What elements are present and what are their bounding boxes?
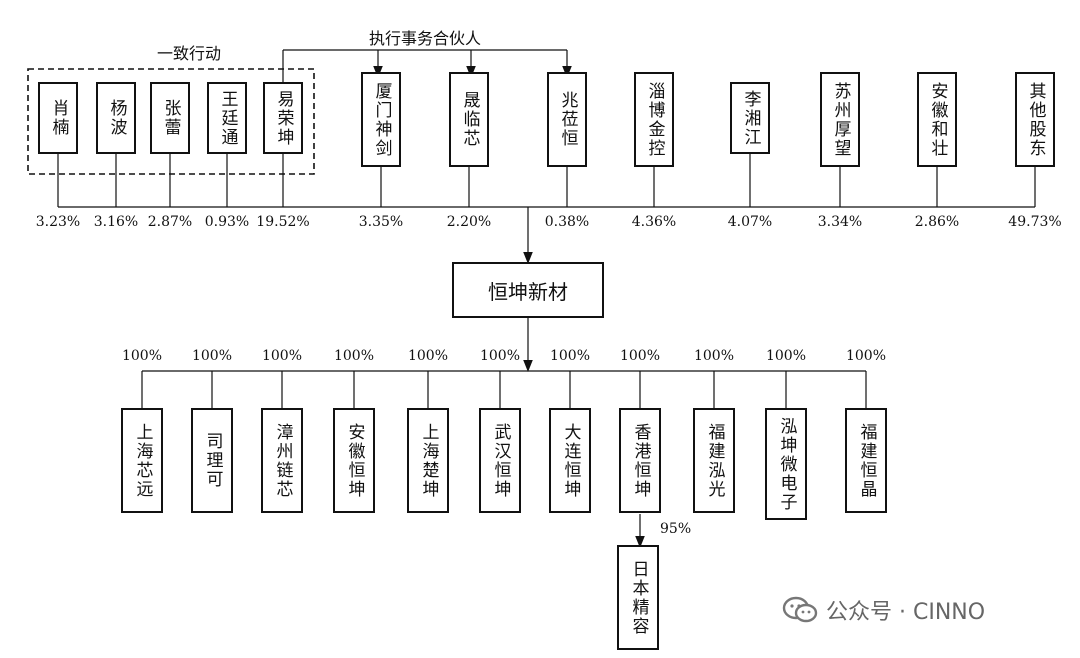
company-box-hengkun: 恒坤新材 xyxy=(452,262,604,318)
subsidiary-pct: 100% xyxy=(845,348,887,364)
watermark-text: 公众号 · CINNO xyxy=(826,600,986,625)
subsidiary-name: 上海芯远 xyxy=(132,422,153,499)
subsidiary-pct: 100% xyxy=(549,348,591,364)
shareholder-box: 肖楠 xyxy=(38,82,78,154)
subsidiary-connectors xyxy=(141,371,867,408)
wechat-icon xyxy=(782,596,818,623)
subsidiary-name: 司理可 xyxy=(202,432,223,489)
subsidiary-box: 漳州链芯 xyxy=(261,408,303,513)
shareholder-pct: 3.16% xyxy=(93,214,139,230)
subsidiary-pct: 100% xyxy=(333,348,375,364)
subsidiary-box: 司理可 xyxy=(191,408,233,513)
shareholder-name: 晟临芯 xyxy=(459,91,480,148)
shareholder-name: 易荣坤 xyxy=(273,89,294,147)
grandchild-box: 日本精容 xyxy=(617,545,659,650)
shareholder-box: 厦门神剑 xyxy=(361,72,401,167)
shareholder-name: 王廷通 xyxy=(217,89,238,147)
shareholder-name: 张蕾 xyxy=(160,99,181,137)
shareholder-pct: 0.93% xyxy=(204,214,250,230)
subsidiary-name: 福建泓光 xyxy=(704,422,725,499)
shareholder-name: 苏州厚望 xyxy=(830,81,851,158)
shareholder-pct: 2.20% xyxy=(446,214,492,230)
concert-party-label: 一致行动 xyxy=(156,44,222,63)
shareholder-box: 苏州厚望 xyxy=(820,72,860,167)
shareholder-box: 张蕾 xyxy=(150,82,190,154)
subsidiary-pct: 100% xyxy=(191,348,233,364)
shareholder-pct: 2.87% xyxy=(147,214,193,230)
shareholder-name: 李湘江 xyxy=(740,89,761,147)
shareholder-box: 晟临芯 xyxy=(449,72,489,167)
subsidiary-box: 大连恒坤 xyxy=(549,408,591,513)
subsidiary-box: 泓坤微电子 xyxy=(765,408,807,520)
shareholder-pct: 4.36% xyxy=(631,214,677,230)
subsidiary-pct: 100% xyxy=(765,348,807,364)
subsidiary-name: 武汉恒坤 xyxy=(490,422,511,499)
shareholder-box: 易荣坤 xyxy=(263,82,303,154)
subsidiary-box: 福建恒晶 xyxy=(845,408,887,513)
shareholder-pct: 19.52% xyxy=(256,214,310,230)
gp-connector xyxy=(282,49,572,82)
subsidiary-box: 上海楚坤 xyxy=(407,408,449,513)
company-name: 恒坤新材 xyxy=(488,279,568,304)
subsidiary-name: 大连恒坤 xyxy=(560,422,581,499)
subsidiary-pct: 100% xyxy=(121,348,163,364)
grandchild-pct: 95% xyxy=(660,521,692,537)
shareholder-connectors xyxy=(57,154,1036,207)
gp-label: 执行事务合伙人 xyxy=(368,29,482,48)
shareholder-name: 兆莅恒 xyxy=(557,91,578,148)
shareholder-name: 杨波 xyxy=(106,99,127,137)
subsidiary-name: 香港恒坤 xyxy=(630,422,651,499)
watermark: 公众号 · CINNO xyxy=(782,594,985,626)
subsidiary-name: 安徽恒坤 xyxy=(344,422,365,499)
grandchild-name: 日本精容 xyxy=(628,559,649,636)
shareholder-name: 淄博金控 xyxy=(644,81,665,158)
concert-party-frame xyxy=(27,68,315,175)
shareholder-name: 厦门神剑 xyxy=(371,81,392,158)
shareholder-pct: 4.07% xyxy=(727,214,773,230)
shareholder-name: 安徽和壮 xyxy=(927,81,948,158)
shareholder-pct: 0.38% xyxy=(544,214,590,230)
subsidiary-name: 上海楚坤 xyxy=(418,422,439,499)
shareholder-box: 其他股东 xyxy=(1015,72,1055,167)
shareholder-name: 肖楠 xyxy=(48,99,69,137)
shareholder-box: 李湘江 xyxy=(730,82,770,154)
subsidiary-box: 安徽恒坤 xyxy=(333,408,375,513)
shareholder-pct: 49.73% xyxy=(1008,214,1062,230)
subsidiary-box: 福建泓光 xyxy=(693,408,735,513)
shareholder-name: 其他股东 xyxy=(1025,81,1046,158)
subsidiary-pct: 100% xyxy=(407,348,449,364)
shareholder-box: 安徽和壮 xyxy=(917,72,957,167)
shareholder-box: 兆莅恒 xyxy=(547,72,587,167)
subsidiary-name: 福建恒晶 xyxy=(856,422,877,499)
shareholder-pct: 3.35% xyxy=(358,214,404,230)
subsidiary-name: 漳州链芯 xyxy=(272,422,293,499)
shareholder-box: 杨波 xyxy=(96,82,136,154)
subsidiary-box: 上海芯远 xyxy=(121,408,163,513)
subsidiary-pct: 100% xyxy=(693,348,735,364)
subsidiary-pct: 100% xyxy=(261,348,303,364)
subsidiary-name: 泓坤微电子 xyxy=(776,416,797,512)
shareholder-box: 淄博金控 xyxy=(634,72,674,167)
shareholder-pct: 2.86% xyxy=(914,214,960,230)
subsidiary-box: 香港恒坤 xyxy=(619,408,661,513)
subsidiary-pct: 100% xyxy=(479,348,521,364)
shareholder-pct: 3.23% xyxy=(35,214,81,230)
shareholder-box: 王廷通 xyxy=(207,82,247,154)
subsidiary-pct: 100% xyxy=(619,348,661,364)
subsidiary-box: 武汉恒坤 xyxy=(479,408,521,513)
shareholder-pct: 3.34% xyxy=(817,214,863,230)
